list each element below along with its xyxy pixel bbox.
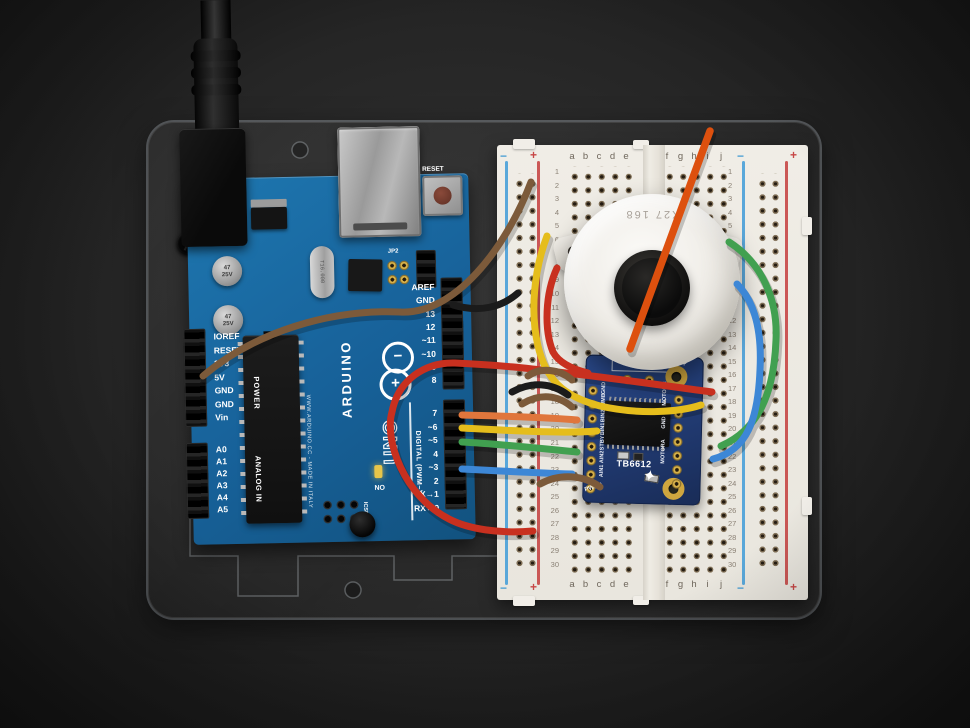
stepper-motor: X27 168 — [564, 194, 740, 370]
rail-red-line — [785, 161, 788, 585]
rail-plus-label: + — [790, 148, 798, 162]
row-number-28: 28 — [550, 532, 559, 542]
row-number-24: 24 — [728, 478, 737, 488]
row-number-1: 1 — [728, 167, 733, 176]
row-number-26: 26 — [728, 505, 737, 515]
row-number-4: 4 — [728, 207, 733, 217]
breadboard-tab — [513, 139, 535, 149]
column-letter-c: c — [596, 151, 602, 162]
column-letter-b: b — [582, 579, 589, 590]
rail-minus-label: − — [500, 149, 508, 163]
black-jumper — [512, 385, 568, 395]
column-letter-f: f — [665, 151, 669, 162]
row-number-29: 29 — [550, 546, 559, 556]
row-number-13: 13 — [550, 329, 559, 339]
rail-minus-label: − — [500, 581, 508, 595]
row-number-14: 14 — [728, 343, 737, 353]
breadboard-tab — [633, 596, 649, 605]
row-number-23: 23 — [550, 465, 559, 475]
red-motor-wire — [547, 268, 588, 373]
rail-blue-line — [742, 161, 745, 585]
column-letter-h: h — [691, 151, 697, 162]
row-number-16: 16 — [728, 370, 737, 380]
row-number-9: 9 — [554, 275, 559, 285]
column-letter-d: d — [609, 151, 616, 162]
row-number-30: 30 — [550, 559, 559, 569]
column-letter-j: j — [719, 579, 723, 590]
breadboard-tab — [802, 497, 812, 515]
wire-shadows — [205, 135, 778, 536]
row-number-27: 27 — [728, 519, 737, 529]
row-number-23: 23 — [728, 465, 737, 475]
row-number-26: 26 — [550, 505, 559, 515]
row-number-5: 5 — [728, 221, 733, 231]
breadboard-tab — [513, 596, 535, 606]
row-number-27: 27 — [550, 519, 559, 529]
column-letter-g: g — [677, 579, 684, 590]
column-letter-j: j — [719, 151, 723, 162]
row-number-30: 30 — [728, 559, 737, 569]
column-letter-g: g — [677, 151, 684, 162]
row-number-28: 28 — [728, 532, 737, 542]
row-number-2: 2 — [554, 180, 559, 190]
row-number-19: 19 — [728, 410, 737, 420]
column-letter-e: e — [623, 579, 629, 590]
row-number-18: 18 — [728, 397, 737, 407]
column-letter-f: f — [665, 579, 669, 590]
row-number-4: 4 — [554, 207, 559, 217]
row-number-3: 3 — [728, 194, 733, 204]
row-number-24: 24 — [550, 478, 559, 488]
motor-needle — [630, 131, 710, 349]
breadboard-tab — [633, 140, 649, 149]
column-letter-h: h — [691, 579, 697, 590]
row-number-5: 5 — [554, 221, 559, 231]
column-letter-d: d — [609, 579, 616, 590]
rail-plus-label: + — [530, 148, 538, 162]
row-number-10: 10 — [550, 288, 559, 298]
row-number-17: 17 — [728, 383, 737, 393]
row-number-15: 15 — [550, 356, 559, 366]
column-letter-i: i — [706, 579, 709, 590]
column-letter-c: c — [596, 579, 602, 590]
blue-wire — [462, 469, 572, 474]
row-number-3: 3 — [554, 194, 559, 204]
row-number-13: 13 — [728, 329, 737, 339]
row-number-20: 20 — [728, 424, 737, 434]
column-letter-a: a — [569, 151, 575, 162]
row-number-15: 15 — [728, 356, 737, 366]
row-number-1: 1 — [554, 167, 559, 176]
row-number-25: 25 — [728, 492, 737, 502]
row-number-18: 18 — [550, 397, 559, 407]
yellow-wire — [462, 428, 597, 432]
row-number-29: 29 — [728, 546, 737, 556]
row-number-12: 12 — [728, 316, 737, 326]
rail-minus-label: − — [737, 581, 745, 595]
column-letter-b: b — [582, 151, 589, 162]
rail-minus-label: − — [737, 149, 745, 163]
row-number-21: 21 — [550, 438, 559, 447]
rail-plus-label: + — [790, 580, 798, 594]
row-number-11: 11 — [551, 302, 559, 312]
column-letter-a: a — [569, 579, 575, 590]
brown-jumper — [522, 397, 572, 407]
rail-plus-label: + — [530, 580, 538, 594]
breadboard-tab — [802, 217, 812, 235]
row-number-12: 12 — [550, 316, 559, 326]
green-motor-wire — [721, 242, 776, 446]
column-letter-e: e — [623, 151, 629, 162]
row-number-2: 2 — [728, 180, 733, 190]
row-number-25: 25 — [550, 492, 559, 502]
